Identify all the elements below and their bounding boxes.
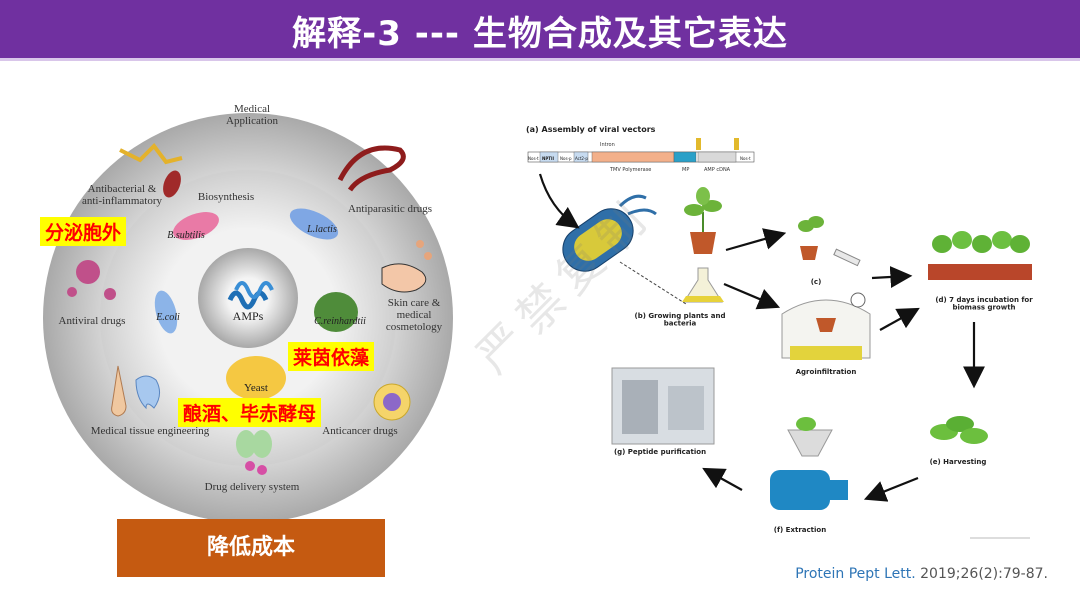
- anticancer-label: Anticancer drugs: [322, 425, 397, 437]
- vector-mp-label: MP: [682, 167, 689, 173]
- amp-application-diagram: AMPs Biosynthesis B.subtilis L.lactis E.…: [43, 103, 453, 523]
- arrow-b-to-agro: [723, 282, 781, 310]
- plant-expression-workflow: (a) Assembly of viral vectors Nos-t NPTI…: [526, 125, 1033, 539]
- purification-instrument-icon: [611, 367, 715, 445]
- title-underline: [0, 58, 1080, 61]
- vector-act2p-label: Act2-p: [575, 156, 588, 161]
- step-g-label: (g) Peptide purification: [614, 448, 706, 456]
- drug-delivery-label: Drug delivery system: [205, 481, 300, 493]
- vector-intron-label: Intron: [600, 142, 615, 148]
- llactis-label: L.lactis: [306, 224, 337, 235]
- inner-core: [198, 248, 298, 348]
- parasite-icon: [337, 145, 406, 192]
- creinhardtii-label: C.reinhardtii: [314, 316, 366, 327]
- bsubtilis-icon: [173, 212, 219, 240]
- vector-nosp-label: Nos-p: [560, 156, 572, 161]
- viral-vector-construct: Nos-t NPTII Nos-p Act2-p Nos-t Intron TM…: [527, 138, 755, 173]
- reduce-cost-button[interactable]: 降低成本: [117, 519, 385, 577]
- ecoli-icon: [154, 290, 178, 334]
- arrow-c-to-d: [871, 265, 913, 288]
- agrobacterium-icon: [562, 194, 657, 272]
- vector-nos2-label: Nos-t: [740, 156, 751, 161]
- lung-icon: [236, 430, 272, 475]
- antibacterial-label: Antibacterial &anti-inflammatory: [82, 183, 163, 207]
- citation: Protein Pept Lett. 2019;26(2):79-87.: [795, 566, 1048, 582]
- arrow-a-to-b: [538, 173, 580, 229]
- plant-tray-icon: [928, 231, 1032, 280]
- step-f-label: (f) Extraction: [774, 526, 826, 534]
- flask-culture-fill: [682, 296, 724, 302]
- bone-icon: [111, 365, 127, 417]
- antiviral-label: Antiviral drugs: [59, 315, 126, 327]
- creinhardtii-icon: [314, 292, 358, 332]
- antibacterial-icon: [119, 142, 183, 198]
- page-title: 解释-3 --- 生物合成及其它表达: [292, 14, 788, 54]
- harvested-leaves-icon: [930, 416, 988, 444]
- cancer-cell-icon: [373, 383, 411, 421]
- arrow-e-to-f: [863, 476, 919, 502]
- citation-journal[interactable]: Protein Pept Lett.: [795, 566, 916, 582]
- vector-nptii-label: NPTII: [542, 156, 554, 161]
- biosynthesis-label: Biosynthesis: [198, 191, 254, 203]
- ecoli-label: E.coli: [155, 312, 180, 323]
- step-c-label: (c): [811, 278, 822, 286]
- vacuum-chamber-icon: [781, 292, 871, 360]
- skin-care-icon: [381, 240, 432, 293]
- step-a-label: (a) Assembly of viral vectors: [526, 125, 656, 134]
- syringe-plant-icon: [798, 216, 861, 267]
- step-e-label: (e) Harvesting: [930, 458, 987, 466]
- agroinfiltration-label: Agroinfiltration: [796, 368, 857, 376]
- antiparasitic-label: Antiparasitic drugs: [348, 203, 432, 215]
- bsubtilis-label: B.subtilis: [167, 230, 205, 241]
- arrow-agro-to-d: [879, 307, 920, 331]
- title-bar: 解释-3 --- 生物合成及其它表达: [0, 0, 1080, 61]
- yeast-species-tag: 酿酒、毕赤酵母: [178, 398, 322, 427]
- dotted-link: [619, 261, 687, 305]
- amp-helix-icon: [227, 281, 274, 310]
- medical-tissue-label: Medical tissue engineering: [91, 425, 210, 437]
- llactis-icon: [289, 208, 339, 240]
- center-label: AMPs: [233, 309, 264, 323]
- virus-icon: [67, 260, 116, 300]
- secretion-tag: 分泌胞外: [40, 217, 127, 246]
- extraction-machine-icon: [770, 417, 848, 510]
- vector-tmv-label: TMV Polymerase: [609, 167, 651, 173]
- yeast-icon: [226, 356, 286, 400]
- potted-plant-icon: [684, 187, 722, 254]
- arrow-f-to-g: [702, 467, 743, 491]
- tooth-icon: [135, 375, 160, 410]
- chlamydomonas-tag: 莱茵依藻: [288, 342, 375, 371]
- arrow-b-to-c: [725, 228, 787, 252]
- citation-ref: 2019;26(2):79-87.: [915, 566, 1048, 582]
- vector-amp-label: AMP cDNA: [704, 167, 731, 173]
- yeast-label: Yeast: [244, 382, 268, 394]
- vector-nos1-label: Nos-t: [528, 156, 539, 161]
